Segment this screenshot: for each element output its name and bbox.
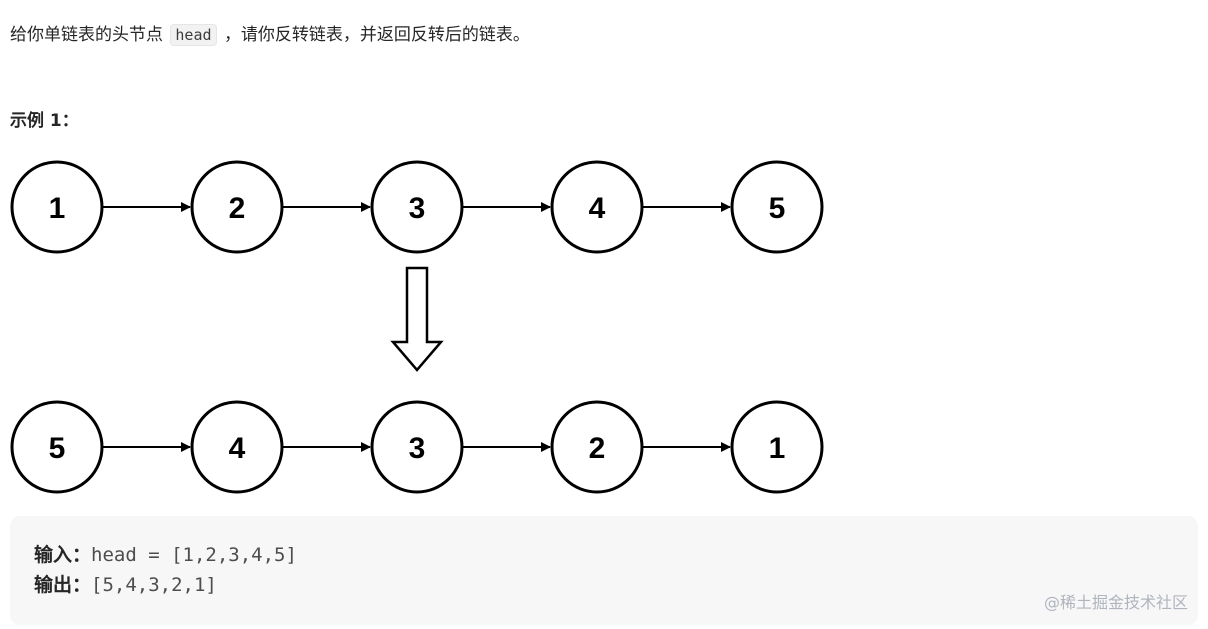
intro-text-before: 给你单链表的头节点 (10, 25, 163, 45)
list-node (10, 160, 104, 254)
linked-list-diagram: 1 2 3 4 5 5 4 3 2 1 (10, 160, 824, 494)
node-label: 3 (409, 432, 426, 465)
list-node (10, 400, 104, 494)
node-label: 2 (229, 192, 246, 225)
list-node (550, 160, 644, 254)
node-label: 1 (49, 192, 66, 225)
node-label: 1 (769, 432, 786, 465)
list-node (190, 400, 284, 494)
node-label: 4 (589, 192, 606, 225)
input-value: head = [1,2,3,4,5] (91, 544, 297, 566)
list-node (190, 160, 284, 254)
down-arrow-icon (390, 266, 444, 372)
output-label: 输出： (34, 574, 92, 596)
input-line: 输入：head = [1,2,3,4,5] (34, 540, 297, 570)
problem-statement: 给你单链表的头节点 head ，请你反转链表，并返回反转后的链表。 (10, 22, 530, 48)
node-label: 4 (229, 432, 246, 465)
list-node (550, 400, 644, 494)
output-line: 输出：[5,4,3,2,1] (34, 570, 217, 600)
list-node (370, 400, 464, 494)
top-row: 1 2 3 4 5 (10, 160, 824, 254)
list-node (730, 160, 824, 254)
node-label: 2 (589, 432, 606, 465)
watermark: @稀土掘金技术社区 (1043, 593, 1188, 612)
intro-text-after: ，请你反转链表，并返回反转后的链表。 (223, 25, 530, 45)
example-io-box: 输入：head = [1,2,3,4,5] 输出：[5,4,3,2,1] (10, 516, 1198, 625)
node-label: 5 (49, 432, 66, 465)
example-title: 示例 1： (10, 111, 79, 131)
output-value: [5,4,3,2,1] (91, 574, 217, 596)
list-node (730, 400, 824, 494)
bottom-row: 5 4 3 2 1 (10, 400, 824, 494)
list-node (370, 160, 464, 254)
node-label: 5 (769, 192, 786, 225)
input-label: 输入： (34, 544, 92, 566)
node-label: 3 (409, 192, 426, 225)
inline-code-head: head (170, 24, 217, 46)
